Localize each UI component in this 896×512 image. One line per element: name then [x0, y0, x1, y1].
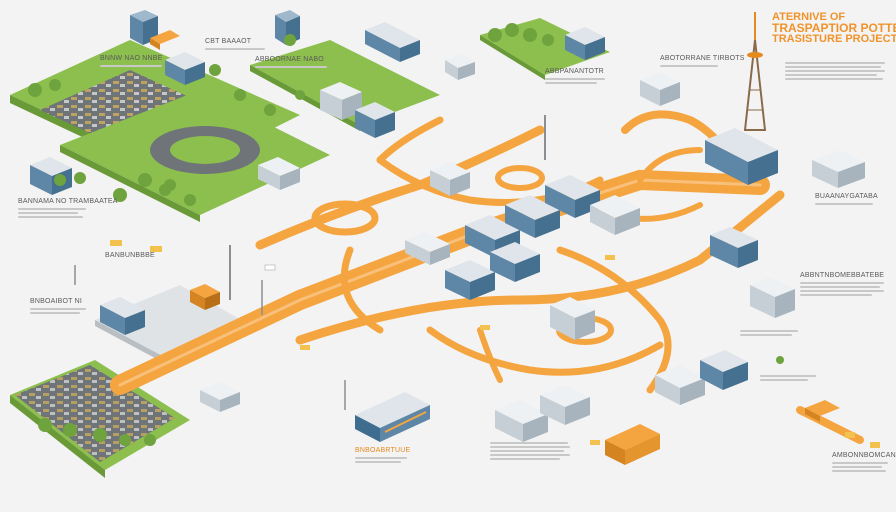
title-line-3: TRASISTURE PROJECTS — [772, 33, 896, 45]
trees — [28, 23, 784, 446]
label-heading: BANNAMA NO TRAMBAATEA — [18, 198, 118, 205]
building-rc-2 — [710, 227, 758, 268]
label-left-upper: BNNW NAO NNBE — [100, 55, 170, 69]
building-left-lot-1 — [100, 297, 145, 335]
label-heading: BNBOAIBOT NI — [30, 298, 83, 305]
building-tl-2 — [165, 52, 205, 85]
label-heading: AMBONNBOMCANEE — [832, 452, 896, 459]
label-right-lower: ABBNTNBOMEBBATEBE — [800, 272, 888, 298]
label-heading: BANBUNBBBE — [105, 252, 155, 259]
building-bc-2 — [540, 385, 590, 425]
cart-bottom-right — [805, 400, 840, 422]
building-center-8 — [430, 162, 470, 196]
building-left-1 — [30, 157, 72, 195]
label-right-top-paragraph — [785, 62, 889, 82]
title-line-1: ATERNIVE OF — [772, 11, 846, 23]
bottom-left-parking-platform — [10, 360, 190, 478]
label-heading: ABOTORRANE TIRBOTS — [660, 55, 745, 62]
building-tc-1 — [365, 22, 420, 62]
radio-tower-top-right — [743, 12, 767, 131]
label-bottom-right: AMBONNBOMCANEE — [832, 452, 896, 474]
building-tr-2 — [705, 128, 778, 185]
label-right-center-paragraph — [740, 330, 800, 338]
label-left-bottom: BNBOAIBOT NI — [30, 298, 90, 316]
title-line-2: TRASPAPTIOR POTTECTC — [772, 21, 896, 35]
building-center-6 — [490, 242, 540, 282]
label-top-center: CBT BAAAOT — [205, 38, 275, 52]
truck-bottom-right — [605, 424, 660, 465]
building-left-lot-2 — [190, 284, 220, 310]
label-heading: ABBNTNBOMEBBATEBE — [800, 272, 885, 279]
building-tc-3 — [355, 102, 395, 138]
buildings — [30, 10, 865, 442]
building-center-2 — [505, 195, 560, 238]
building-tl-1 — [130, 10, 158, 45]
building-br-1 — [655, 365, 705, 405]
label-heading: BUAANAYGATABA — [815, 193, 878, 200]
building-tl-3 — [275, 10, 300, 45]
building-rc-3 — [750, 277, 795, 318]
building-bc-1 — [495, 400, 548, 442]
label-heading: ABBOORNAE NABO — [255, 56, 324, 63]
building-center-7 — [405, 232, 450, 265]
label-mid-top: ABBOORNAE NABO — [255, 56, 335, 70]
left-roundabout-platform — [60, 90, 330, 222]
building-center-4 — [590, 195, 640, 235]
infographic-title: ATERNIVE OF TRASPAPTIOR POTTECTC TRASIST… — [772, 11, 896, 45]
label-left-lower: BANBUNBBBE — [105, 252, 165, 262]
label-bottom-center: BNBOABRTUUE — [355, 447, 415, 465]
label-bottom-mid-paragraph — [490, 442, 572, 462]
label-left-mid: BANNAMA NO TRAMBAATEA — [18, 198, 118, 220]
label-heading: CBT BAAAOT — [205, 38, 252, 45]
label-right-lower-paragraph — [760, 375, 820, 383]
building-rc-1 — [550, 297, 595, 340]
building-tr-park — [565, 27, 605, 60]
building-center-5 — [445, 260, 495, 300]
building-center-3 — [545, 175, 600, 218]
building-bl-kiosk — [200, 382, 240, 412]
towers — [74, 12, 767, 410]
building-left-2 — [258, 157, 300, 190]
bus-top-left — [150, 30, 180, 50]
building-tr-3 — [812, 150, 865, 188]
building-tc-4 — [445, 54, 475, 80]
label-heading: ABBPANANTOTR — [545, 68, 604, 75]
label-heading: BNBOABRTUUE — [355, 447, 411, 454]
label-heading: BNNW NAO NNBE — [100, 55, 163, 62]
building-tr-1 — [640, 72, 680, 106]
vehicles — [110, 30, 880, 465]
bus-bottom-center — [355, 392, 430, 442]
label-right-upper: ABOTORRANE TIRBOTS — [660, 55, 745, 69]
label-right-mid: BUAANAYGATABA — [815, 193, 885, 207]
building-br-2 — [700, 350, 748, 390]
label-top-right-center: ABBPANANTOTR — [545, 68, 615, 86]
